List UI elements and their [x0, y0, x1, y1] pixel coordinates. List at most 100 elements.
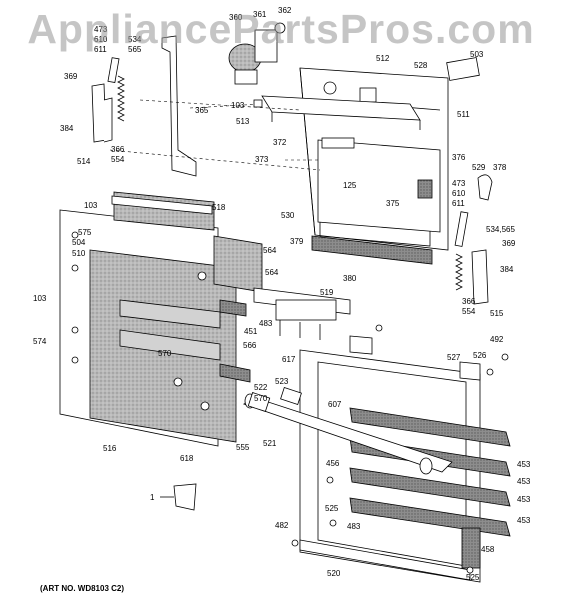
callout-570b: 570: [254, 394, 268, 403]
callout-361: 361: [253, 10, 267, 19]
control-panel-frame: [299, 67, 449, 251]
callout-labels: 360 361 362 473 610 611 534 565 369 384 …: [33, 6, 531, 582]
callout-515: 515: [490, 309, 504, 318]
rod-473-right: [454, 211, 469, 247]
vent-duct-519: [253, 287, 351, 340]
callout-574: 574: [33, 337, 47, 346]
callout-380: 380: [343, 274, 357, 283]
inner-door-left: [59, 191, 263, 447]
callout-528: 528: [414, 61, 428, 70]
callout-520: 520: [327, 569, 341, 578]
callout-525: 525: [325, 504, 339, 513]
callout-360: 360: [229, 13, 243, 22]
callout-534-565: 534,565: [486, 225, 515, 234]
callout-378: 378: [493, 163, 507, 172]
callout-512: 512: [376, 54, 390, 63]
switch-503: [446, 57, 480, 81]
callout-617: 617: [282, 355, 296, 364]
door-handle-521: [242, 387, 453, 475]
callout-519: 519: [320, 288, 334, 297]
callout-379: 379: [290, 237, 304, 246]
callout-373: 373: [255, 155, 269, 164]
spring-366-left: [117, 75, 125, 122]
callout-554: 554: [111, 155, 125, 164]
callout-618: 618: [180, 454, 194, 463]
callout-453d: 453: [517, 516, 531, 525]
hinge-514: [91, 83, 107, 143]
callout-610: 610: [94, 35, 108, 44]
callout-473: 473: [94, 25, 108, 34]
callout-503: 503: [470, 50, 484, 59]
callout-103: 103: [231, 101, 245, 110]
spring-366-right: [455, 253, 463, 291]
callout-372: 372: [273, 138, 287, 147]
callout-514: 514: [77, 157, 91, 166]
callout-376: 376: [452, 153, 466, 162]
callout-366: 366: [111, 145, 125, 154]
callout-384: 384: [60, 124, 74, 133]
callout-565: 565: [128, 45, 142, 54]
label-card-1: [173, 483, 197, 511]
callout-554b: 554: [462, 307, 476, 316]
callout-525b: 525: [466, 573, 480, 582]
callout-362: 362: [278, 6, 292, 15]
callout-1: 1: [150, 493, 155, 502]
callout-103b: 103: [84, 201, 98, 210]
callout-369b: 369: [502, 239, 516, 248]
callout-451: 451: [244, 327, 258, 336]
callout-384b: 384: [500, 265, 514, 274]
callout-513: 513: [236, 117, 250, 126]
callout-453b: 453: [517, 477, 531, 486]
callout-492: 492: [490, 335, 504, 344]
callout-125: 125: [343, 181, 357, 190]
callout-522: 522: [254, 383, 268, 392]
callout-458: 458: [481, 545, 495, 554]
callout-453c: 453: [517, 495, 531, 504]
callout-483: 483: [259, 319, 273, 328]
hinge-515: [471, 249, 489, 305]
callout-369: 369: [64, 72, 78, 81]
callout-526: 526: [473, 351, 487, 360]
callout-473b: 473: [452, 179, 466, 188]
bottom-rail-520: [299, 539, 471, 581]
callout-575: 575: [78, 228, 92, 237]
callout-365: 365: [195, 106, 209, 115]
latch-378: [477, 174, 493, 201]
callout-375: 375: [386, 199, 400, 208]
outer-door: [299, 335, 511, 583]
callout-521: 521: [263, 439, 277, 448]
art-number: (ART NO. WD8103 C2): [40, 584, 125, 593]
callout-511: 511: [457, 110, 470, 119]
callout-529: 529: [472, 163, 486, 172]
callout-456: 456: [326, 459, 340, 468]
rod-473-left: [107, 57, 120, 83]
callout-570: 570: [158, 349, 172, 358]
callout-564b: 564: [265, 268, 279, 277]
gasket-379: [311, 235, 433, 265]
callout-534: 534: [128, 35, 142, 44]
callout-483b: 483: [347, 522, 361, 531]
trim-518: [111, 195, 213, 215]
callout-607: 607: [328, 400, 342, 409]
callout-453a: 453: [517, 460, 531, 469]
callout-523: 523: [275, 377, 289, 386]
callout-555: 555: [236, 443, 250, 452]
callout-510: 510: [72, 249, 86, 258]
callout-530: 530: [281, 211, 295, 220]
callout-518: 518: [212, 203, 226, 212]
callout-610b: 610: [452, 189, 466, 198]
callout-564: 564: [263, 246, 277, 255]
callout-611b: 611: [452, 199, 465, 208]
callout-527: 527: [447, 353, 461, 362]
callout-482: 482: [275, 521, 289, 530]
callout-566: 566: [243, 341, 257, 350]
callout-103c: 103: [33, 294, 47, 303]
callout-516: 516: [103, 444, 117, 453]
latch-motor: [228, 22, 286, 85]
callout-611: 611: [94, 45, 107, 54]
callout-504: 504: [72, 238, 86, 247]
bracket-365: [161, 35, 197, 177]
callout-366b: 366: [462, 297, 476, 306]
